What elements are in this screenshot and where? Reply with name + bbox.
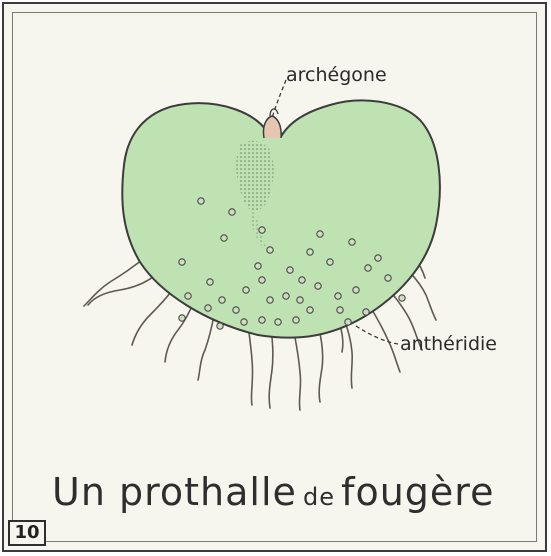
antheridium-26 xyxy=(307,307,313,313)
antheridium-29 xyxy=(205,305,211,311)
antheridium-9 xyxy=(299,277,305,283)
antheridium-14 xyxy=(375,255,381,261)
antheridium-7 xyxy=(267,297,273,303)
archegonium-tip xyxy=(270,109,278,116)
antheridie-leader-line xyxy=(356,326,398,344)
antheridium-31 xyxy=(217,323,223,329)
title-part-3: fougère xyxy=(341,470,494,514)
archegonium xyxy=(263,116,281,138)
antheridium-30 xyxy=(179,315,185,321)
antheridium-19 xyxy=(337,307,343,313)
antheridium-37 xyxy=(207,279,213,285)
antheridium-6 xyxy=(259,277,265,283)
antheridium-8 xyxy=(283,293,289,299)
plate-number: 10 xyxy=(8,520,46,546)
antheridium-38 xyxy=(315,283,321,289)
antheridium-18 xyxy=(335,293,341,299)
antheridium-5 xyxy=(255,263,261,269)
antheridium-24 xyxy=(275,319,281,325)
antheridium-1 xyxy=(198,198,204,204)
antheridium-3 xyxy=(229,209,235,215)
archegone-label: archégone xyxy=(286,64,387,86)
archegone-leader-line xyxy=(272,80,286,118)
antheridium-22 xyxy=(241,319,247,325)
antheridium-35 xyxy=(287,267,293,273)
antheridium-12 xyxy=(349,239,355,245)
antheridium-33 xyxy=(363,309,369,315)
antheridium-28 xyxy=(185,293,191,299)
antheridium-16 xyxy=(399,295,405,301)
antheridium-39 xyxy=(353,287,359,293)
antheridium-17 xyxy=(327,259,333,265)
antheridium-11 xyxy=(317,231,323,237)
antheridium-21 xyxy=(233,307,239,313)
antheridium-4 xyxy=(259,227,265,233)
antheridium-36 xyxy=(267,247,273,253)
antheridium-23 xyxy=(259,317,265,323)
antheridium-15 xyxy=(385,275,391,281)
antheridium-25 xyxy=(293,317,299,323)
antheridium-34 xyxy=(243,287,249,293)
title-part-2: de xyxy=(303,483,335,511)
plate-title: Un prothalle de fougère xyxy=(52,470,494,514)
antheridium-20 xyxy=(219,297,225,303)
title-part-1: Un prothalle xyxy=(52,470,297,514)
antheridium-2 xyxy=(221,235,227,241)
antheridium-13 xyxy=(365,265,371,271)
antheridie-label: anthéridie xyxy=(400,333,497,355)
antheridium-32 xyxy=(297,297,303,303)
antheridium-27 xyxy=(179,259,185,265)
antheridium-40 xyxy=(345,319,351,325)
antheridium-10 xyxy=(307,249,313,255)
